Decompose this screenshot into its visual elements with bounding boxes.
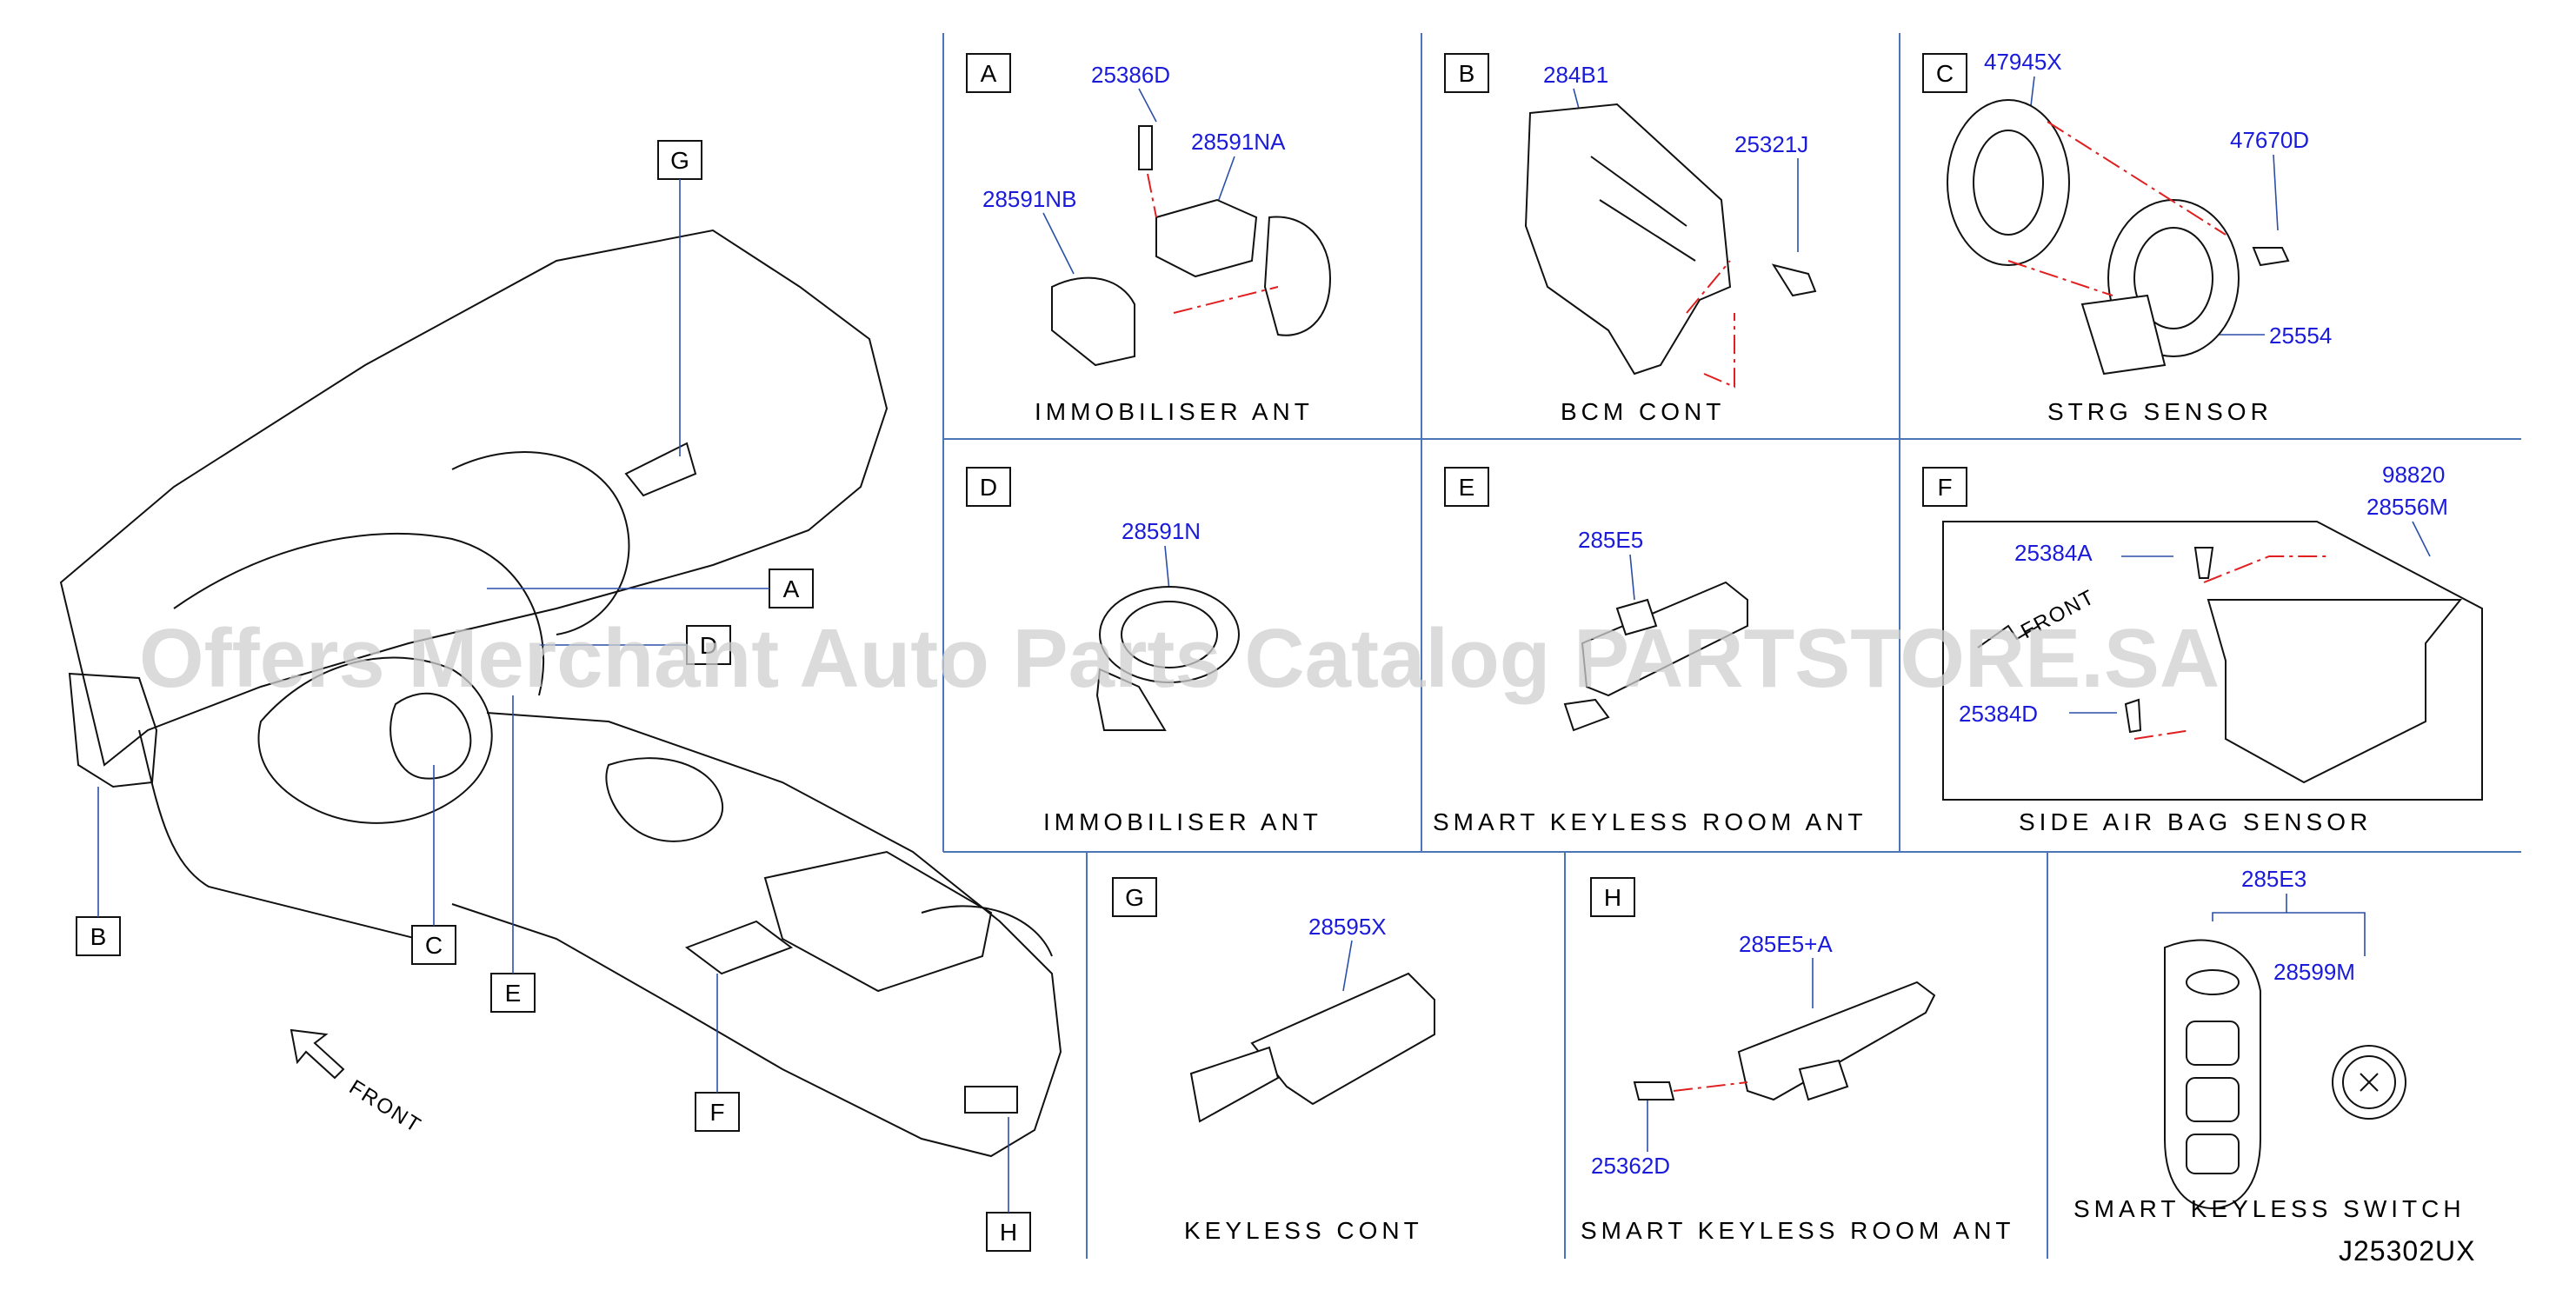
svg-text:28595X: 28595X [1308,914,1387,940]
drawing-code: J25302UX [2339,1235,2475,1267]
svg-text:G: G [1125,884,1144,911]
svg-text:F: F [1937,474,1952,501]
svg-text:25321J: 25321J [1734,131,1808,157]
svg-text:284B1: 284B1 [1543,62,1608,88]
callout-f[interactable]: F [695,974,740,1132]
svg-text:SIDE AIR BAG SENSOR: SIDE AIR BAG SENSOR [2019,808,2372,835]
svg-text:B: B [1459,60,1475,87]
callout-h[interactable]: H [986,1117,1031,1252]
svg-text:C: C [1936,60,1954,87]
svg-text:D: D [980,474,997,501]
panel-grid [942,33,2521,1259]
svg-text:47945X: 47945X [1984,49,2062,75]
svg-text:E: E [505,980,522,1007]
svg-text:28599M: 28599M [2273,959,2355,985]
svg-text:A: A [981,60,997,87]
svg-text:H: H [1604,884,1621,911]
callout-b[interactable]: B [76,787,121,956]
svg-text:28591NA: 28591NA [1191,129,1286,155]
panel-a: A 25386D 28591NA 28591NB IMMOBILISER ANT [966,53,1332,425]
svg-text:C: C [425,932,443,959]
svg-text:KEYLESS CONT: KEYLESS CONT [1184,1217,1423,1244]
svg-text:F: F [709,1099,724,1126]
svg-text:285E5: 285E5 [1578,527,1643,553]
svg-text:IMMOBILISER ANT: IMMOBILISER ANT [1043,808,1322,835]
callout-c[interactable]: C [411,765,456,965]
svg-text:H: H [1000,1219,1017,1246]
callout-g[interactable]: G [657,140,702,456]
callout-d[interactable]: D [539,625,731,665]
svg-text:25386D: 25386D [1091,62,1170,88]
svg-text:25554: 25554 [2269,322,2332,349]
svg-text:E: E [1459,474,1475,501]
svg-text:98820: 98820 [2382,462,2445,488]
overview-callouts: G A D B C E F [76,140,1031,1252]
svg-text:28556M: 28556M [2366,494,2448,520]
svg-text:25384A: 25384A [2014,540,2093,566]
svg-text:D: D [700,632,717,659]
panel-d: D 28591N IMMOBILISER ANT [966,467,1322,835]
panel-h: H 285E5+A 25362D SMART KEYLESS ROOM ANT [1581,877,2015,1244]
svg-text:BCM CONT: BCM CONT [1561,398,1725,425]
callout-e[interactable]: E [490,695,536,1013]
svg-text:25384D: 25384D [1959,701,2038,727]
panel-g: G 28595X KEYLESS CONT [1112,877,1435,1244]
panel-b: B 284B1 25321J BCM CONT [1444,53,1817,425]
svg-text:47670D: 47670D [2230,127,2309,153]
svg-text:285E5+A: 285E5+A [1739,931,1833,957]
svg-text:IMMOBILISER ANT: IMMOBILISER ANT [1035,398,1314,425]
svg-text:285E3: 285E3 [2241,866,2306,892]
watermark-text: Offers Merchant Auto Parts Catalog PARTS… [139,612,2220,705]
svg-text:SMART KEYLESS ROOM ANT: SMART KEYLESS ROOM ANT [1433,808,1867,835]
svg-text:28591NB: 28591NB [982,186,1076,212]
callout-a[interactable]: A [487,569,814,608]
svg-text:A: A [783,575,800,602]
svg-text:SMART KEYLESS SWITCH: SMART KEYLESS SWITCH [2073,1195,2466,1222]
svg-text:G: G [670,147,689,174]
panel-c: C 47945X 47670D 25554 STRG SENSOR [1922,49,2332,425]
front-arrow-overview: FRONT [290,1028,426,1138]
svg-text:FRONT: FRONT [345,1075,426,1138]
svg-text:SMART KEYLESS ROOM ANT: SMART KEYLESS ROOM ANT [1581,1217,2015,1244]
svg-text:B: B [90,923,107,950]
panel-e: E 285E5 SMART KEYLESS ROOM ANT [1433,467,1867,835]
panel-smart-keyless-switch: 285E3 28599M SMART KEYLESS SWITCH [2073,866,2466,1222]
svg-text:STRG SENSOR: STRG SENSOR [2047,398,2273,425]
dashboard-overview [59,229,1062,1158]
svg-text:28591N: 28591N [1122,518,1201,544]
svg-text:25362D: 25362D [1591,1153,1670,1179]
